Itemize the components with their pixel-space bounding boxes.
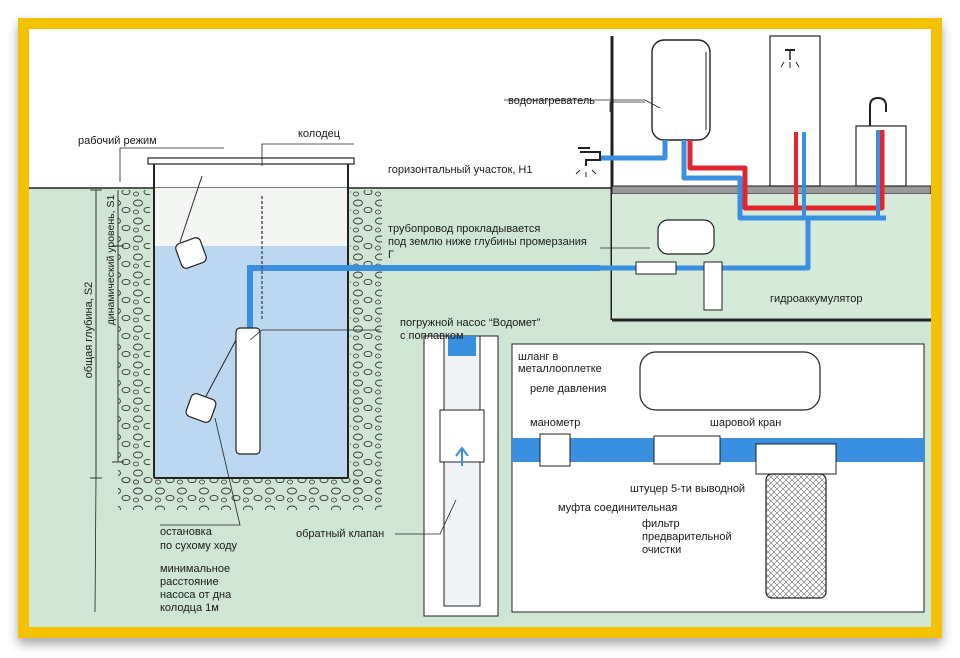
- fitting-assembly-detail: [511, 343, 925, 613]
- label-pump-line-1: погружной насос “Водомет”: [400, 317, 541, 329]
- check-valve-detail: [423, 335, 499, 617]
- label-hose-line-2: металлооплетке: [518, 363, 602, 375]
- label-pump-line-2: с поплавком: [400, 330, 464, 342]
- label-dry-run-line-2: по сухому ходу: [160, 540, 238, 552]
- label-ball-valve: шаровой кран: [710, 417, 781, 429]
- submersible-pump-icon: [235, 196, 600, 455]
- label-min-distance-line-2: расстояние: [160, 576, 219, 588]
- label-filter-line-1: фильтр: [642, 518, 680, 530]
- label-check-valve: обратный клапан: [296, 528, 384, 540]
- basement-accumulator-icon: [635, 219, 723, 311]
- label-filter-line-2: предварительной: [642, 531, 732, 543]
- water-supply-diagram: общая глубина, S2 динамический уровень, …: [29, 29, 931, 627]
- label-filter-line-3: очистки: [642, 544, 681, 556]
- label-fitting: штуцер 5-ти выводной: [630, 483, 745, 495]
- label-pipeline-line-1: трубопровод прокладывается: [388, 223, 540, 235]
- label-working-mode: рабочий режим: [78, 135, 157, 147]
- dimension-lines: [90, 189, 124, 479]
- label-min-distance-line-1: минимальное: [160, 563, 230, 575]
- label-coupling: муфта соединительная: [558, 502, 677, 514]
- label-horizontal-section: горизонтальный участок, H1: [388, 164, 533, 176]
- label-min-distance-line-4: колодца 1м: [160, 602, 219, 614]
- well: [118, 157, 382, 510]
- water-heater: [651, 39, 711, 141]
- float-switch-working-icon: [175, 175, 207, 269]
- label-total-depth: общая глубина, S2: [83, 282, 95, 379]
- label-well: колодец: [298, 128, 341, 140]
- label-manometer: манометр: [530, 417, 580, 429]
- float-switch-dry-run-icon: [185, 339, 237, 423]
- label-dynamic-level: динамический уровень, S1: [105, 195, 117, 326]
- label-pipeline-line-3: Г: [388, 249, 394, 261]
- label-accumulator: гидроаккумулятор: [770, 293, 863, 305]
- label-pressure-relay: реле давления: [530, 383, 606, 395]
- label-water-heater: водонагреватель: [508, 95, 595, 107]
- label-dry-run-line-1: остановка: [160, 526, 213, 538]
- leader-lines: [94, 99, 661, 613]
- label-min-distance-line-3: насоса от дна: [160, 589, 232, 601]
- label-pipeline-line-2: под землю ниже глубины промерзания: [388, 236, 587, 248]
- label-hose-line-1: шланг в: [518, 351, 559, 363]
- outdoor-tap-icon: [575, 147, 601, 177]
